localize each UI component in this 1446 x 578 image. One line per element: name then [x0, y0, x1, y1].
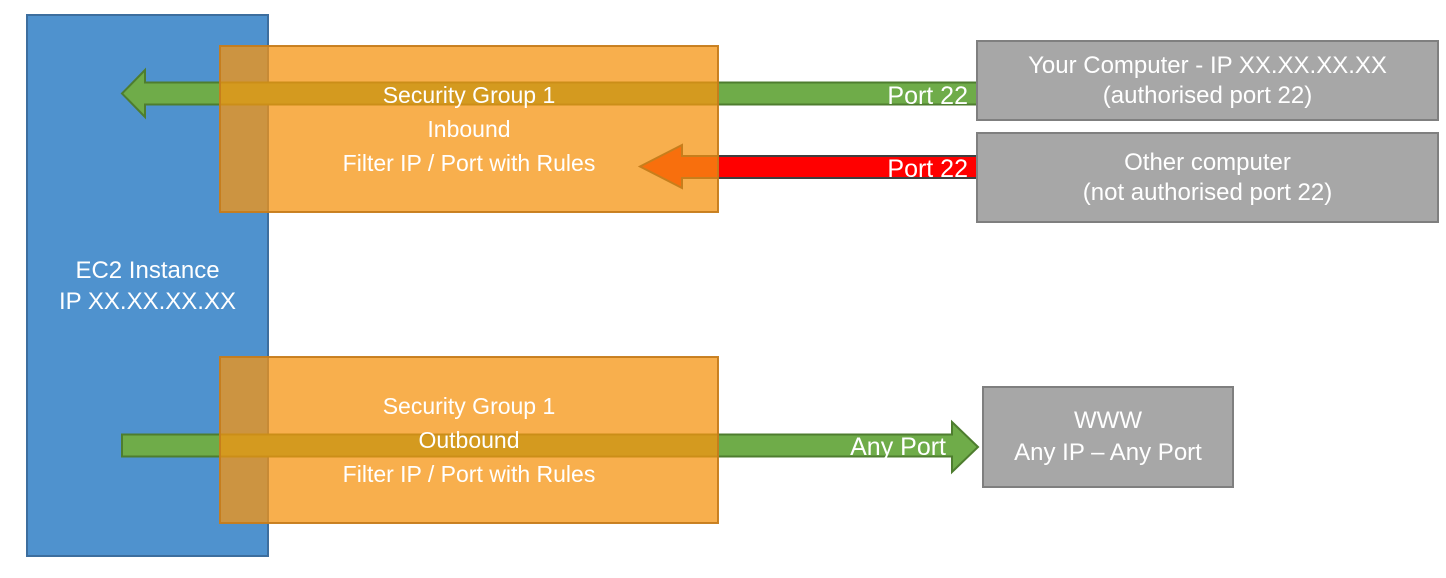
other-computer-box [976, 132, 1439, 223]
security-group-outbound-box [219, 356, 719, 524]
www-box [982, 386, 1234, 488]
your-computer-box [976, 40, 1439, 121]
security-group-inbound-box [219, 45, 719, 213]
